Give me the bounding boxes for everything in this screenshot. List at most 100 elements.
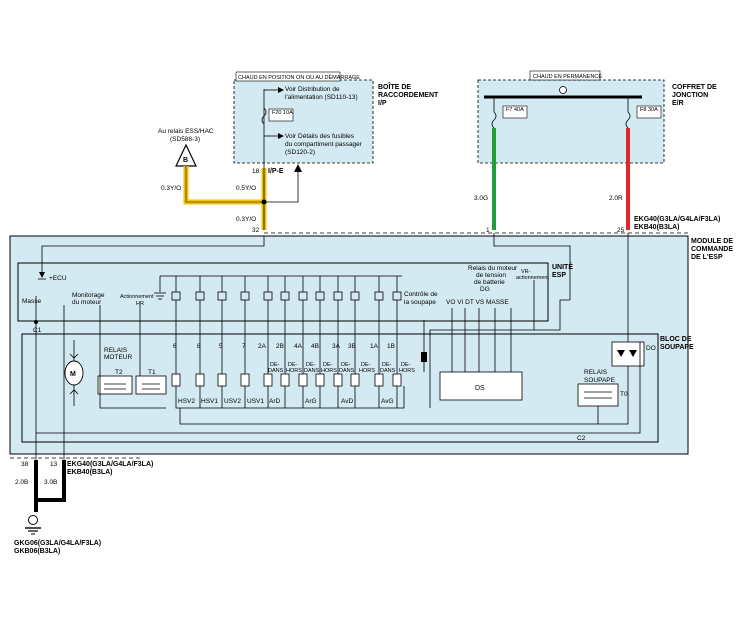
- valve-name-hsv1: HSV1: [201, 398, 218, 405]
- ip-ref2-1: Voir Détails des fusibles: [285, 133, 355, 140]
- ground-label-1: GKG06(G3LA/G4LA/F3LA): [14, 540, 101, 547]
- valve-num-2a: 2A: [258, 343, 267, 350]
- t2-label: T2: [115, 369, 123, 376]
- ip-header: CHAUD EN POSITION ON OU AU DÉMARRAGE: [238, 74, 360, 81]
- do-label: DO: [646, 345, 656, 352]
- dehors-2b-1: DE-: [288, 362, 298, 368]
- er-fuse1-label: F7 40A: [506, 107, 524, 113]
- dedans-2a-2: DANS: [268, 368, 284, 374]
- t0-label: T0: [620, 391, 628, 398]
- bottom-connector-1: EKG40(G3LA/G4LA/F3LA): [67, 461, 153, 468]
- masse-label: Masse: [22, 298, 42, 305]
- er-junction-box: [477, 79, 665, 164]
- dehors-3b-1: DE-: [361, 362, 371, 368]
- valve-supply-wire: [179, 366, 629, 425]
- valve-relay-2: SOUPAPE: [584, 377, 616, 384]
- ds-box: [439, 371, 523, 401]
- valve-num-1a: 1A: [370, 343, 379, 350]
- valve-num-7: 7: [242, 343, 246, 350]
- motor-relay-2: MOTEUR: [104, 354, 132, 361]
- er-title-3: E/R: [672, 100, 684, 107]
- er-connector-1: EKG40(G3LA/G4LA/F3LA): [634, 216, 720, 223]
- er-fuse2-box: [636, 105, 662, 119]
- valve-block-title-1: BLOC DE: [660, 336, 692, 343]
- monitoring-2: du moteur: [72, 299, 102, 306]
- pin-38: 38: [21, 461, 29, 468]
- actuation-2: HR: [136, 301, 144, 307]
- valve-num-4a: 4A: [294, 343, 303, 350]
- ds-label: DS: [475, 385, 485, 392]
- dedans-4a-2: DANS: [304, 368, 320, 374]
- relay-voltage-3: de batterie: [474, 279, 505, 286]
- valve-leads: [175, 300, 398, 374]
- c2-label: C2: [577, 435, 586, 442]
- er-fuse2-label: F8 30A: [640, 107, 658, 113]
- dehors-2b-2: HORS: [286, 368, 302, 374]
- dedans-1a-2: DANS: [380, 368, 396, 374]
- ip-header-box: [235, 71, 341, 82]
- relay-voltage-1: Relais du moteur: [468, 265, 518, 272]
- ess-label-2: (SD588-3): [170, 136, 200, 143]
- valve-name-avd: AvD: [341, 398, 353, 405]
- valve-name-avg: AvG: [381, 398, 394, 405]
- dehors-4b-2: HORS: [321, 368, 337, 374]
- motor-relay-t1: [135, 375, 167, 395]
- relay-voltage-2: de tension: [476, 272, 506, 279]
- pin-25: 25: [617, 227, 625, 234]
- dedans-3a-1: DE-: [341, 362, 351, 368]
- motor-relay-1: RELAIS: [104, 347, 128, 354]
- ip-fuse-box: [268, 108, 294, 122]
- valve-block-title-2: SOUPAPE: [660, 344, 694, 351]
- ip-ref1-1: Voir Distribution de: [285, 86, 340, 93]
- dedans-2a-1: DE-: [270, 362, 280, 368]
- do-box: [611, 341, 645, 367]
- valve-num-6: 6: [173, 343, 177, 350]
- valve-name-arg: ArG: [305, 398, 317, 405]
- up-arrow-icon: [294, 164, 302, 172]
- valve-name-hsv2: HSV2: [178, 398, 195, 405]
- valve-num-1b: 1B: [387, 343, 395, 350]
- gnd-wire-1-label: 2.0B: [15, 479, 28, 486]
- c2-wire: [36, 342, 641, 434]
- er-title-2: JONCTION: [672, 92, 708, 99]
- unit-1: UNITÉ: [552, 262, 573, 271]
- motor-relay-t2: [97, 375, 133, 395]
- monitoring-1: Monitorage: [72, 292, 105, 299]
- dehors-3b-2: HORS: [359, 368, 375, 374]
- ecu-feed-wire: [41, 236, 265, 275]
- ip-fuse-label: F20 10A: [272, 110, 293, 116]
- ref2-arrow-icon: [278, 133, 284, 139]
- do-diode-1-icon: [617, 350, 625, 357]
- ds-signal-lines: [451, 308, 512, 372]
- ecu-label: +ECU: [49, 275, 67, 282]
- dedans-4a-1: DE-: [306, 362, 316, 368]
- dg-wire: [429, 299, 570, 408]
- valve-name-usv1: USV1: [247, 398, 264, 405]
- red-wire-label: 2.0R: [609, 195, 623, 202]
- dehors-1b-1: DE-: [401, 362, 411, 368]
- esp-title-1: MODULE DE: [691, 238, 733, 245]
- valve-name-ard: ArD: [269, 398, 281, 405]
- monitor-feed-wire: [99, 305, 166, 409]
- esp-module: [9, 235, 689, 455]
- ecu-diode-icon: [39, 272, 45, 278]
- valve-num-5: 5: [219, 343, 223, 350]
- ip-title-1: BOÎTE DE: [378, 82, 411, 91]
- ground-terminal-icon: [28, 515, 38, 525]
- er-title-1: COFFRET DE: [672, 84, 717, 91]
- valve-num-3a: 3A: [332, 343, 341, 350]
- c1-label: C1: [33, 327, 42, 334]
- valve-ctrl-2: la soupape: [404, 299, 436, 306]
- er-header: CHAUD EN PERMANENCE: [533, 74, 602, 80]
- pin-32: 32: [252, 227, 260, 234]
- esp-title-3: DE L'ESP: [691, 254, 723, 261]
- valve-num-8: 8: [197, 343, 201, 350]
- gnd-wire-2-label: 3.0B: [44, 479, 57, 486]
- vr-2: actionnement: [516, 275, 549, 281]
- ess-label-1: Au relais ESS/HAC: [158, 128, 214, 135]
- t1-label: T1: [148, 369, 156, 376]
- esp-title-2: COMMANDE: [691, 246, 733, 253]
- pin-1: 1: [486, 227, 490, 234]
- wire-y3: 0.3Y/O: [236, 216, 256, 223]
